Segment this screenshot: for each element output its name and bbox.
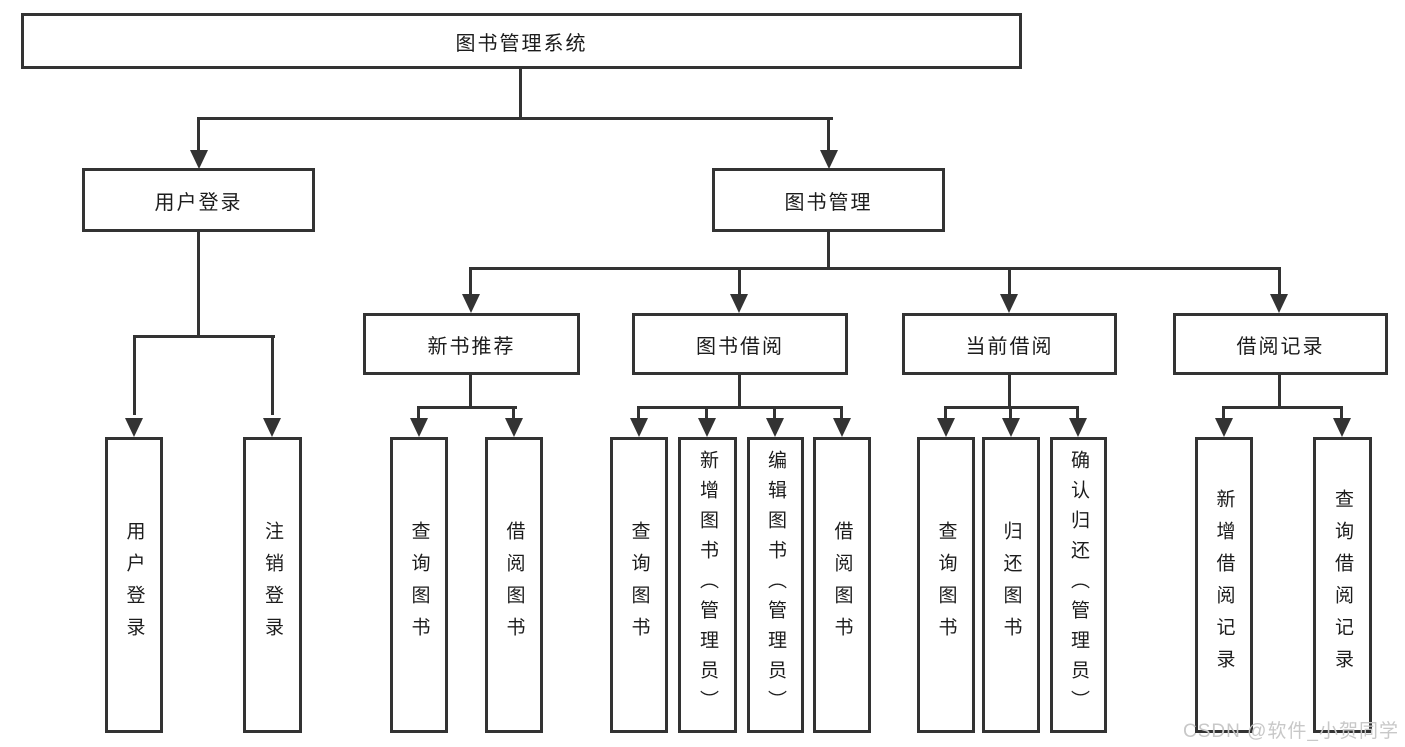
node-book-mgmt-label: 图书管理 <box>784 191 873 214</box>
leaf-borrow-book-2-label: 借阅图书 <box>831 521 853 649</box>
connector-line <box>1008 375 1011 408</box>
arrowhead-down-icon <box>263 418 281 437</box>
connector-line <box>133 335 136 415</box>
leaf-query-book-2: 查询图书 <box>610 437 668 733</box>
connector-line <box>773 406 776 420</box>
leaf-query-book-3-label: 查询图书 <box>935 521 957 649</box>
arrowhead-down-icon <box>698 418 716 437</box>
connector-line <box>1222 406 1225 420</box>
connector-line <box>637 406 843 409</box>
node-borrow-record-label: 借阅记录 <box>1236 335 1325 358</box>
leaf-return-book: 归还图书 <box>982 437 1040 733</box>
leaf-add-borrow-record-label: 新增借阅记录 <box>1213 489 1235 681</box>
node-new-book-rec-label: 新书推荐 <box>427 335 516 358</box>
leaf-borrow-book-1: 借阅图书 <box>485 437 543 733</box>
connector-line <box>840 406 843 420</box>
connector-line <box>1008 267 1011 297</box>
node-book-borrow: 图书借阅 <box>632 313 848 375</box>
arrowhead-down-icon <box>1069 418 1087 437</box>
node-borrow-record: 借阅记录 <box>1173 313 1388 375</box>
leaf-edit-book: 编辑图书（管理员） <box>747 437 804 733</box>
arrowhead-down-icon <box>937 418 955 437</box>
arrowhead-down-icon <box>410 418 428 437</box>
arrowhead-down-icon <box>766 418 784 437</box>
connector-line <box>133 335 275 338</box>
connector-line <box>1009 406 1012 420</box>
connector-line <box>1340 406 1343 420</box>
node-current-borrow: 当前借阅 <box>902 313 1117 375</box>
connector-line <box>197 117 200 154</box>
node-user-login-label: 用户登录 <box>154 191 243 214</box>
leaf-logout-label: 注销登录 <box>262 521 283 649</box>
connector-line <box>1222 406 1343 409</box>
connector-line <box>705 406 708 420</box>
connector-line <box>1278 375 1281 408</box>
leaf-query-book-1-label: 查询图书 <box>408 521 430 649</box>
leaf-edit-book-label: 编辑图书（管理员） <box>765 450 786 720</box>
node-book-borrow-label: 图书借阅 <box>696 335 784 358</box>
node-book-mgmt: 图书管理 <box>712 168 945 232</box>
arrowhead-down-icon <box>1000 294 1018 313</box>
leaf-confirm-return-label: 确认归还（管理员） <box>1068 450 1089 720</box>
leaf-logout: 注销登录 <box>243 437 302 733</box>
connector-line <box>512 406 515 420</box>
connector-line <box>738 375 741 408</box>
connector-line <box>944 406 947 420</box>
leaf-add-book-label: 新增图书（管理员） <box>697 450 718 720</box>
connector-line <box>197 232 200 337</box>
leaf-user-login-label: 用户登录 <box>123 521 145 649</box>
connector-line <box>417 406 420 420</box>
leaf-borrow-book-2: 借阅图书 <box>813 437 871 733</box>
arrowhead-down-icon <box>1002 418 1020 437</box>
node-current-borrow-label: 当前借阅 <box>965 335 1054 358</box>
arrowhead-down-icon <box>190 150 208 169</box>
connector-line <box>197 117 833 120</box>
csdn-watermark: CSDN @软件_小贺同学 <box>1183 721 1399 742</box>
connector-line <box>738 267 741 297</box>
node-root-label: 图书管理系统 <box>455 32 588 55</box>
leaf-return-book-label: 归还图书 <box>1000 521 1022 649</box>
node-root: 图书管理系统 <box>21 13 1022 69</box>
connector-line <box>469 267 472 297</box>
leaf-query-book-2-label: 查询图书 <box>628 521 650 649</box>
connector-line <box>827 232 830 270</box>
leaf-add-book: 新增图书（管理员） <box>678 437 737 733</box>
arrowhead-down-icon <box>125 418 143 437</box>
arrowhead-down-icon <box>1333 418 1351 437</box>
leaf-query-book-3: 查询图书 <box>917 437 975 733</box>
arrowhead-down-icon <box>462 294 480 313</box>
connector-line <box>637 406 640 420</box>
arrowhead-down-icon <box>730 294 748 313</box>
leaf-borrow-book-1-label: 借阅图书 <box>503 521 525 649</box>
leaf-query-borrow-record-label: 查询借阅记录 <box>1332 489 1353 681</box>
arrowhead-down-icon <box>505 418 523 437</box>
connector-line <box>417 406 517 409</box>
connector-line <box>469 267 1281 270</box>
connector-line <box>827 117 830 154</box>
connector-line <box>519 69 522 120</box>
leaf-query-book-1: 查询图书 <box>390 437 448 733</box>
arrowhead-down-icon <box>833 418 851 437</box>
connector-line <box>1278 267 1281 297</box>
leaf-confirm-return: 确认归还（管理员） <box>1050 437 1107 733</box>
arrowhead-down-icon <box>630 418 648 437</box>
node-user-login: 用户登录 <box>82 168 315 232</box>
connector-line <box>1076 406 1079 420</box>
arrowhead-down-icon <box>820 150 838 169</box>
leaf-query-borrow-record: 查询借阅记录 <box>1313 437 1372 733</box>
arrowhead-down-icon <box>1215 418 1233 437</box>
leaf-add-borrow-record: 新增借阅记录 <box>1195 437 1253 733</box>
arrowhead-down-icon <box>1270 294 1288 313</box>
connector-line <box>469 375 472 408</box>
node-new-book-rec: 新书推荐 <box>363 313 580 375</box>
connector-line <box>271 335 274 415</box>
leaf-user-login: 用户登录 <box>105 437 163 733</box>
